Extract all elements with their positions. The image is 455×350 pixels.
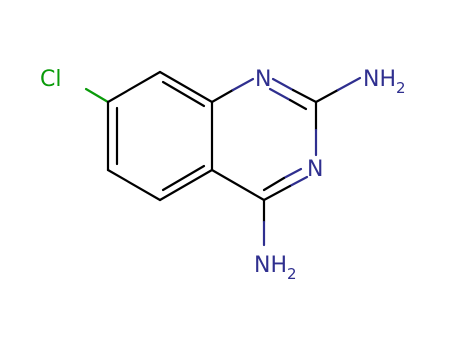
bond-n3-c4-c bbox=[262, 184, 292, 202]
amino-top-main: NH bbox=[363, 67, 396, 92]
bond-n1-c2-n bbox=[271, 77, 295, 92]
bond-c4-c4a bbox=[210, 168, 266, 202]
bond-c4a-c5 bbox=[158, 168, 214, 202]
bond-n3-c4-n bbox=[288, 175, 309, 188]
atom-chlorine: Cl bbox=[40, 67, 61, 92]
amino-top-sub: 2 bbox=[396, 79, 406, 97]
bond-c7-c8 bbox=[106, 70, 162, 104]
bond-c5-c6 bbox=[106, 168, 162, 202]
bond-c8a-n1-n bbox=[231, 77, 255, 92]
bond-c2-nh2-c bbox=[314, 88, 340, 104]
atom-amino-bottom: NH2 bbox=[254, 253, 297, 283]
bond-c8-c8a bbox=[158, 70, 214, 104]
bond-n1-c2-n-inner bbox=[268, 87, 292, 102]
bonds bbox=[84, 70, 362, 247]
amino-bottom-sub: 2 bbox=[287, 265, 297, 283]
atom-n3: N bbox=[307, 157, 323, 182]
bond-c7-cl bbox=[84, 87, 110, 104]
bond-c2-nh2-n bbox=[336, 76, 362, 92]
bond-n3-c4-c-inner bbox=[262, 176, 286, 192]
bond-n3-c4-n-inner bbox=[282, 167, 303, 180]
atom-n1: N bbox=[255, 67, 271, 92]
bond-c8a-n1-c bbox=[210, 88, 235, 104]
bond-c2-c2-inner bbox=[288, 98, 308, 111]
bond-n1-c2-c bbox=[291, 88, 318, 104]
atom-amino-top: NH2 bbox=[363, 67, 406, 97]
bond-c8-c8a-inner bbox=[161, 80, 206, 108]
atom-labels: Cl N N NH2 NH2 bbox=[40, 67, 406, 283]
bond-c4a-c5-inner bbox=[161, 164, 206, 192]
amino-bottom-main: NH bbox=[254, 253, 287, 278]
